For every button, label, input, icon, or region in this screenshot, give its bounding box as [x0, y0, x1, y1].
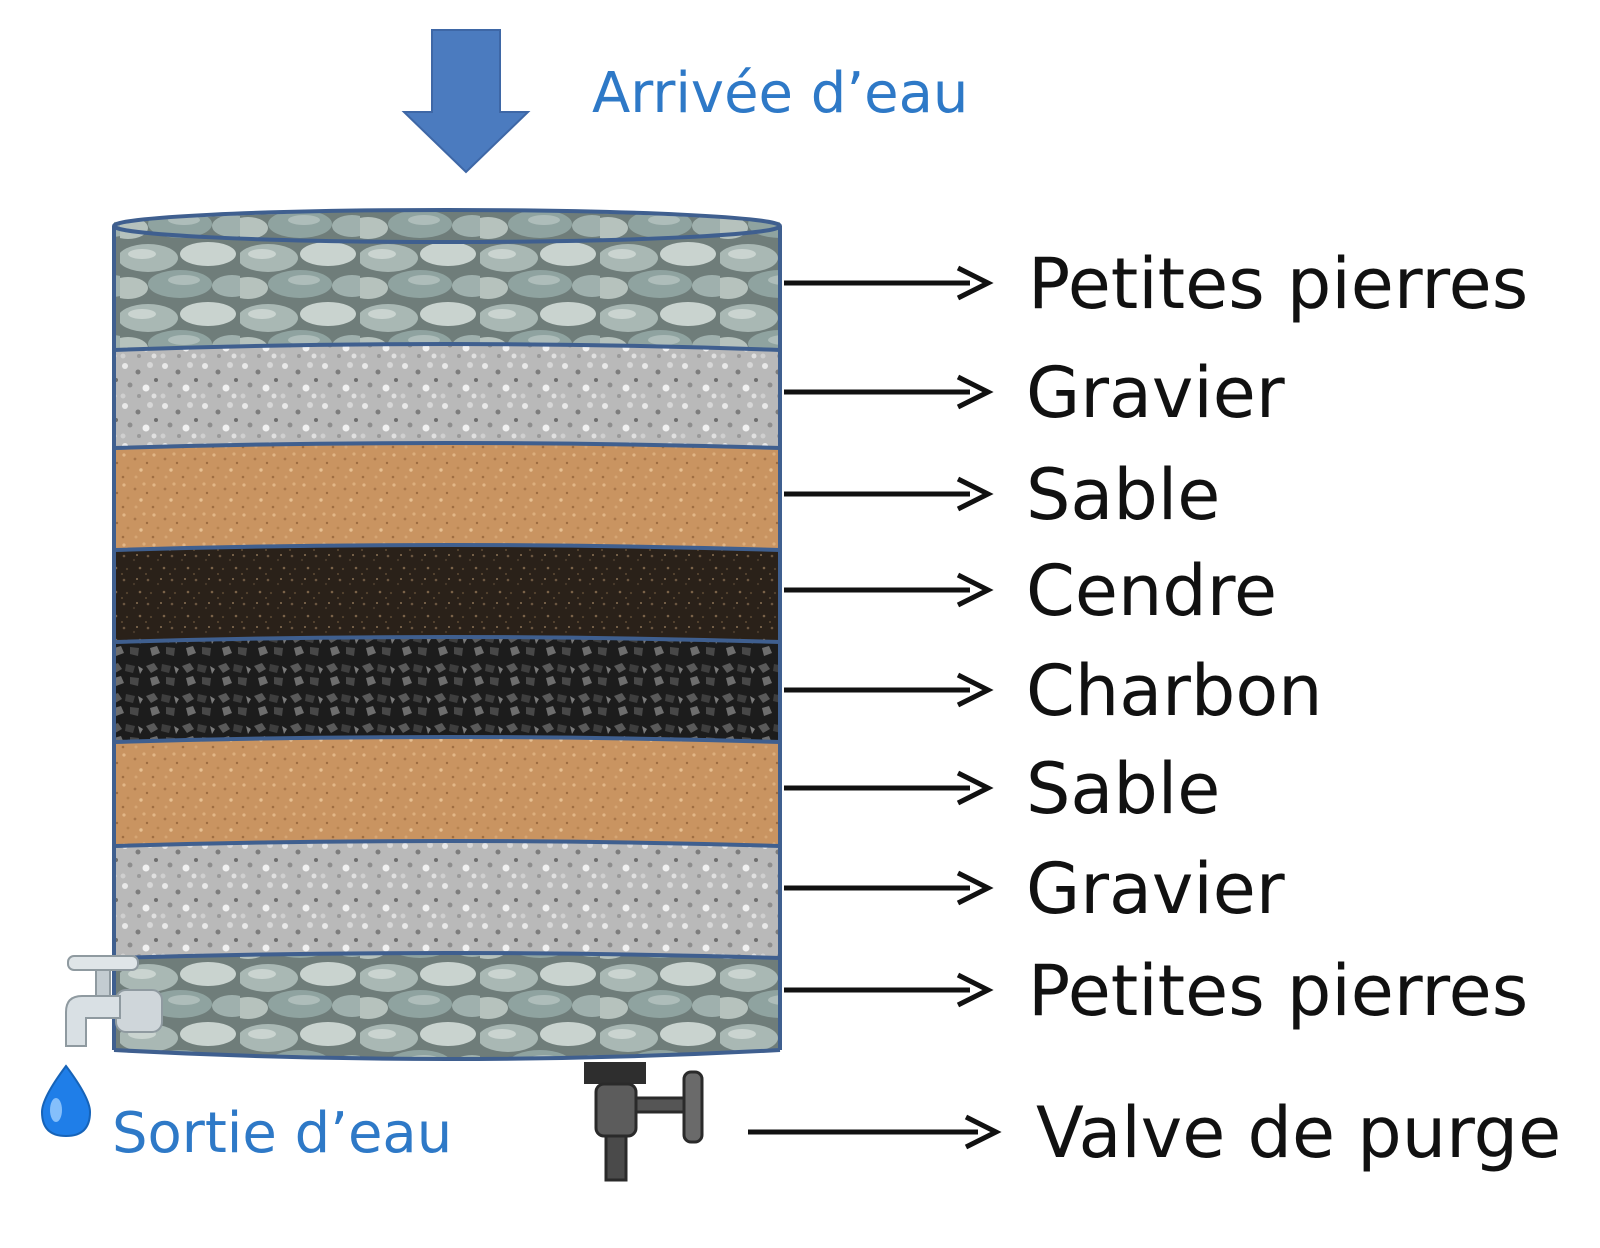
- outlet-label: Sortie d’eau: [112, 1101, 452, 1166]
- label-gravier-top: Gravier: [1026, 352, 1285, 434]
- label-sable-bottom: Sable: [1026, 748, 1220, 830]
- arrow-charbon: [784, 672, 994, 708]
- water-drop-icon: [40, 1064, 92, 1138]
- inlet-label: Arrivée d’eau: [592, 61, 968, 126]
- arrow-petites-pierres-top: [784, 265, 994, 301]
- label-gravier-bottom: Gravier: [1026, 848, 1285, 930]
- layer-gravier-bottom: [114, 841, 780, 958]
- layer-charbon: [114, 637, 780, 742]
- layer-sable-top: [114, 443, 780, 550]
- arrow-petites-pierres-bottom: [784, 972, 994, 1008]
- arrow-cendre: [784, 572, 994, 608]
- label-cendre: Cendre: [1026, 550, 1277, 632]
- faucet-icon: [65, 955, 163, 1047]
- filter-barrel: [112, 208, 782, 1061]
- layer-petites-pierres-bottom: [114, 953, 780, 1059]
- label-petites-pierres-top: Petites pierres: [1028, 243, 1528, 325]
- arrow-valve-de-purge: [748, 1114, 1002, 1150]
- layer-petites-pierres-top: [114, 211, 780, 350]
- arrow-gravier-bottom: [784, 870, 994, 906]
- purge-valve-icon: [584, 1062, 704, 1182]
- layer-gravier-top: [114, 344, 780, 448]
- arrow-sable-top: [784, 476, 994, 512]
- label-sable-top: Sable: [1026, 454, 1220, 536]
- arrow-sable-bottom: [784, 770, 994, 806]
- label-arrows: [748, 265, 1002, 1150]
- down-arrow-icon: [401, 29, 531, 174]
- label-petites-pierres-bottom: Petites pierres: [1028, 950, 1528, 1032]
- label-valve-de-purge: Valve de purge: [1036, 1092, 1561, 1174]
- arrow-gravier-top: [784, 374, 994, 410]
- label-charbon: Charbon: [1026, 650, 1323, 732]
- layer-cendre: [114, 545, 780, 642]
- layer-sable-bottom: [114, 737, 780, 846]
